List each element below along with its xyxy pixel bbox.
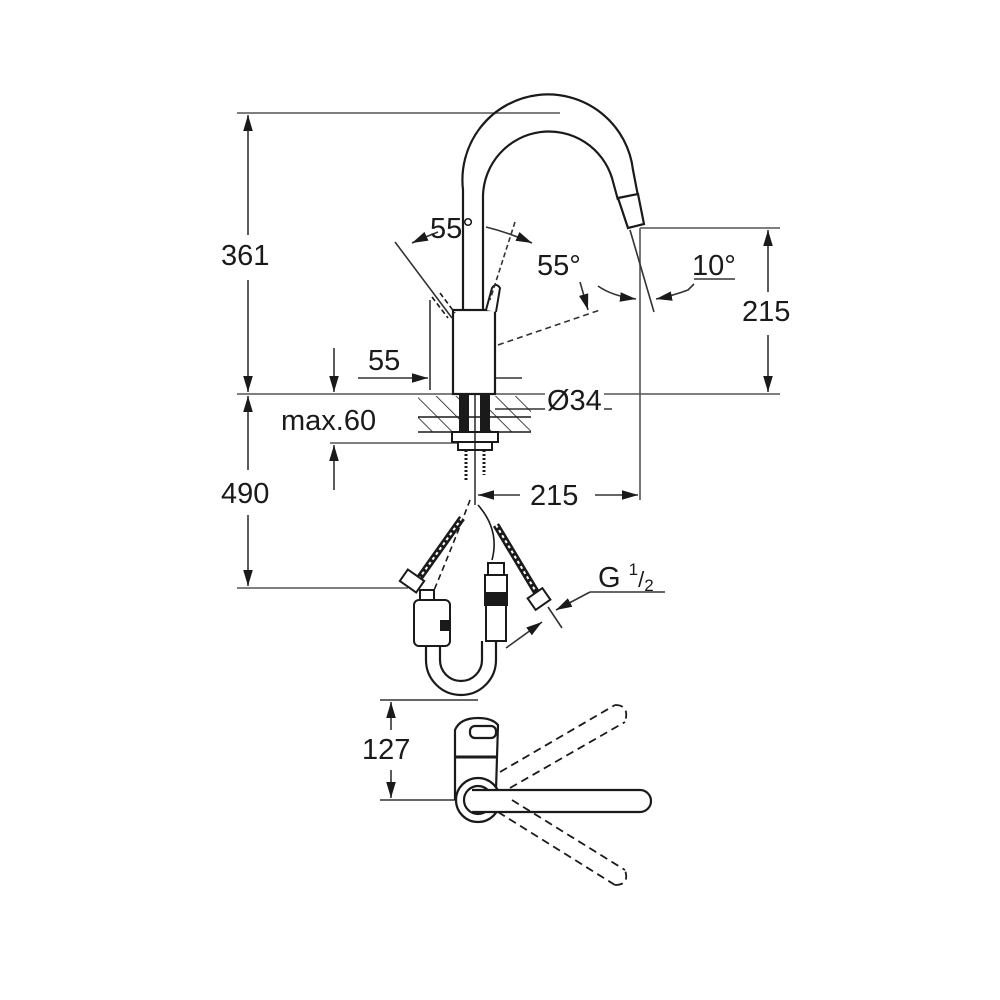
thread-denominator: 2 xyxy=(644,576,654,595)
extension-lines xyxy=(237,112,780,589)
dim-label-max-deck: max.60 xyxy=(279,405,379,437)
top-view-lever-dashed xyxy=(497,704,628,886)
pullout-hose-loop xyxy=(424,641,498,697)
thread-leader xyxy=(505,591,665,649)
tap-body xyxy=(451,308,497,396)
supply-hoses xyxy=(398,499,552,612)
dim-label-lever-clearance: 55 xyxy=(368,345,401,377)
angle-label-spout-tilt: 10° xyxy=(692,250,736,282)
spout xyxy=(461,93,646,312)
angle-label-lever-left: 55° xyxy=(430,213,474,245)
dim-label-hose-length: 490 xyxy=(219,478,272,510)
dim-127 xyxy=(380,699,478,801)
dim-label-lever-depth: 127 xyxy=(360,734,413,766)
hose-weight xyxy=(413,589,451,647)
spray-connector xyxy=(484,562,508,642)
angle-10 xyxy=(597,229,735,313)
dim-label-outlet-height: 215 xyxy=(740,296,793,328)
lever-dashed-left xyxy=(431,292,456,319)
dim-label-total-height: 361 xyxy=(219,240,272,272)
angle-label-lever-right: 55° xyxy=(537,250,581,282)
dim-label-diameter: Ø34 xyxy=(545,385,604,417)
thread-numerator: 1 xyxy=(628,560,639,579)
thread-base: G xyxy=(598,562,621,594)
thread-label: G 1/2 xyxy=(598,560,654,595)
angle-55-lines xyxy=(394,221,601,346)
top-view-lever xyxy=(472,788,653,814)
mounting-shank xyxy=(451,395,499,505)
lever xyxy=(485,284,502,313)
dim-label-spout-reach: 215 xyxy=(528,480,581,512)
